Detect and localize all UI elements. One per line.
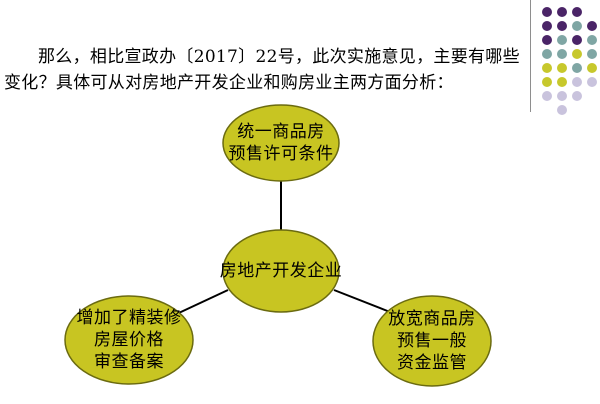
- node-top-line1: 统一商品房: [237, 122, 325, 142]
- node-left-line2: 房屋价格: [94, 330, 164, 350]
- dot: [572, 91, 582, 101]
- dot: [587, 21, 597, 31]
- node-center-circle: [222, 229, 340, 313]
- dot: [557, 77, 567, 87]
- dot: [542, 77, 552, 87]
- dot: [572, 49, 582, 59]
- decorative-dot-grid: [542, 7, 597, 115]
- dot: [542, 21, 552, 31]
- node-right-label: 放宽商品房 预售一般 资金监管: [373, 306, 491, 376]
- node-left-line3: 审查备案: [94, 352, 164, 372]
- dot: [542, 49, 552, 59]
- dot: [557, 35, 567, 45]
- node-left-label: 增加了精装修 房屋价格 审查备案: [65, 305, 193, 375]
- dot: [572, 77, 582, 87]
- dot: [542, 7, 552, 17]
- dot: [557, 91, 567, 101]
- node-top-circle: [222, 104, 340, 182]
- node-right-line2: 预售一般: [397, 331, 467, 351]
- dot: [572, 21, 582, 31]
- node-right-line1: 放宽商品房: [388, 309, 476, 329]
- node-top-label: 统一商品房 预售许可条件: [223, 113, 339, 173]
- dot: [587, 35, 597, 45]
- dot: [572, 7, 582, 17]
- dot: [542, 63, 552, 73]
- intro-paragraph: 那么，相比宣政办〔2017〕22号，此次实施意见，主要有哪些变化？具体可从对房地…: [4, 47, 520, 93]
- node-right-circle: [372, 295, 492, 387]
- dot: [557, 49, 567, 59]
- dot: [542, 91, 552, 101]
- connector-right: [333, 289, 391, 313]
- dot: [557, 21, 567, 31]
- dot: [542, 35, 552, 45]
- node-left-line1: 增加了精装修: [76, 308, 182, 328]
- dot: [557, 7, 567, 17]
- divider-line: [530, 0, 531, 112]
- dot: [587, 49, 597, 59]
- dot: [587, 63, 597, 73]
- node-center-line1: 房地产开发企业: [219, 261, 343, 281]
- node-center-label: 房地产开发企业: [218, 259, 344, 283]
- node-top-line2: 预售许可条件: [228, 144, 334, 164]
- dot: [572, 63, 582, 73]
- dot: [572, 35, 582, 45]
- dot: [557, 63, 567, 73]
- node-left-circle: [64, 295, 194, 385]
- node-right-line3: 资金监管: [397, 353, 467, 373]
- dot: [587, 77, 597, 87]
- dot: [557, 105, 567, 115]
